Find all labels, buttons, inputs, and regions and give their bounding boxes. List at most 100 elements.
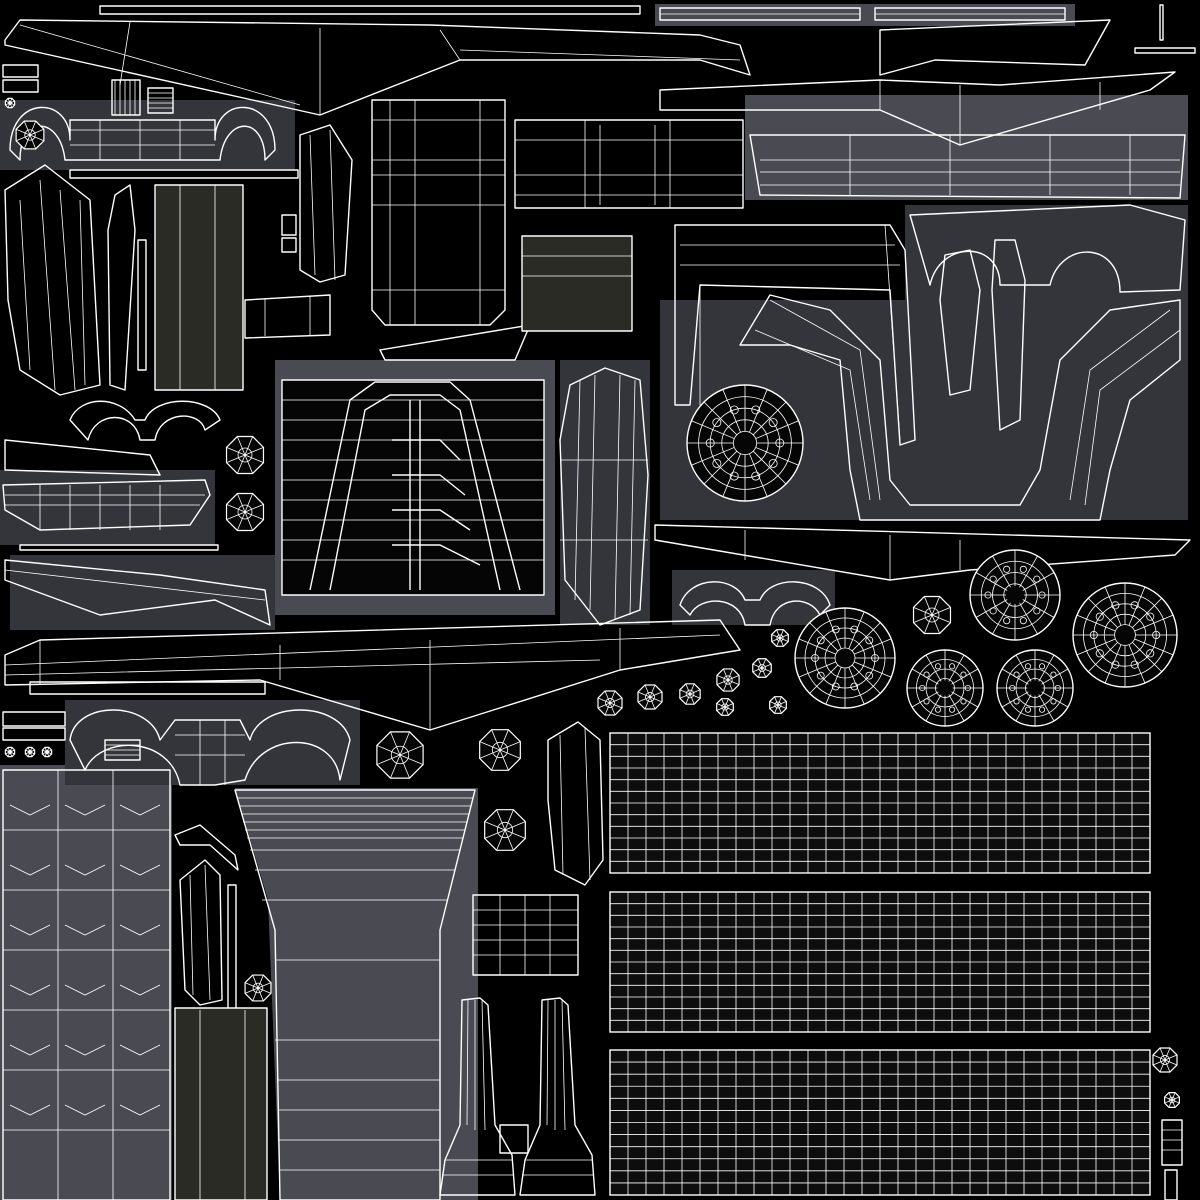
- fender-small-mid: [679, 581, 831, 626]
- wheels-group: [686, 384, 1178, 727]
- fender-right-island: [905, 205, 1188, 300]
- small-grid-2: [147, 87, 174, 114]
- tower-2: [519, 997, 596, 1196]
- arch-main: [739, 294, 1181, 521]
- lower-grid-block: [472, 894, 579, 976]
- upper-pillar: [299, 124, 353, 283]
- grille-outline: [514, 119, 744, 209]
- arch-top-right: [909, 204, 1186, 293]
- tread-panel-top: [609, 732, 1151, 874]
- cap-14: [771, 629, 789, 647]
- cap-11: [716, 698, 734, 716]
- rear-arch: [674, 204, 1186, 521]
- side-panel-outline: [654, 524, 1191, 581]
- cab-grille: [514, 119, 744, 332]
- top-strip-a: [99, 5, 641, 15]
- small-strip-1: [2, 64, 39, 78]
- tread-panel-middle: [609, 891, 1151, 1033]
- left-grid-panel: [2, 769, 171, 1200]
- skirt-top-right: [749, 134, 1186, 199]
- bottom-strip-1: [2, 711, 66, 727]
- wheel-hub-large-1: [686, 384, 804, 502]
- hood-right: [659, 71, 1176, 146]
- cap-2: [225, 492, 265, 532]
- grille-texture: [521, 235, 633, 332]
- small-strip-2: [2, 79, 39, 93]
- left-mid-pieces: [2, 400, 271, 626]
- top-strip-b: [659, 7, 861, 21]
- upper-mid-pieces: [244, 124, 531, 361]
- wheel-hub-medium-1: [969, 549, 1061, 641]
- right-small-post: [1164, 1169, 1178, 1200]
- side-panel-mid-right: [654, 524, 1191, 581]
- cap-6: [484, 809, 526, 851]
- cap-3: [912, 595, 952, 635]
- bed-island: [235, 788, 478, 1200]
- cap-10: [716, 668, 740, 692]
- caps-group: [4, 97, 1180, 1108]
- seat-texture-2: [174, 1007, 268, 1200]
- bottom-fender-outline: [69, 709, 351, 786]
- bed-outline: [234, 789, 476, 1200]
- lower-small-grid: [499, 1124, 529, 1154]
- cap-18: [15, 120, 45, 150]
- door-panel: [559, 367, 649, 626]
- cap-16: [1152, 1047, 1178, 1073]
- towers: [439, 997, 596, 1196]
- cap-7: [597, 690, 623, 716]
- tread-panels: [609, 732, 1151, 1196]
- cab-back-outline: [371, 99, 506, 326]
- thin-bar: [69, 169, 299, 179]
- thin-bar-2: [19, 544, 219, 551]
- small-mid-fender-outline: [679, 581, 831, 626]
- bed-panel: [234, 789, 476, 1200]
- cap-20: [4, 746, 16, 758]
- left-plate: [4, 559, 271, 626]
- top-left-small: [2, 64, 299, 179]
- left-pillars: [4, 164, 244, 396]
- lower-pillar-2: [547, 721, 604, 886]
- arch-strut-2: [991, 239, 1026, 431]
- cap-8: [637, 684, 663, 710]
- left-grid-island: [0, 765, 172, 1200]
- top-right-island: [745, 95, 1188, 200]
- seat-texture-1: [154, 184, 244, 391]
- roof-panel-outline: [4, 19, 751, 116]
- small-fender-left: [69, 400, 221, 441]
- cap-5: [479, 729, 521, 771]
- lower-pillar-1: [179, 859, 223, 1006]
- pillar-thin-bar: [137, 239, 147, 371]
- skirt-outline: [749, 134, 1186, 199]
- wheel-hub-medium-3: [996, 649, 1074, 727]
- right-thin-post: [1159, 4, 1164, 41]
- tiny-bracket: [174, 824, 239, 871]
- cap-17: [1164, 1092, 1180, 1108]
- cap-19: [4, 97, 16, 109]
- pillar-left-1: [4, 164, 101, 396]
- roof-panel-top: [4, 19, 751, 116]
- top-strips: [99, 5, 1066, 21]
- door-island: [560, 360, 650, 625]
- cap-22: [41, 746, 53, 758]
- cap-21: [24, 746, 36, 758]
- cap-12: [752, 658, 772, 678]
- tread-panel-bottom: [609, 1049, 1151, 1196]
- cap-15: [244, 974, 272, 1002]
- left-plate-island: [10, 555, 275, 630]
- wheel-hub-medium-2: [906, 649, 984, 727]
- pillar-left-2: [107, 184, 136, 391]
- small-block-2: [281, 237, 297, 253]
- cab-back-panel: [371, 99, 506, 326]
- lower-mid-pieces: [174, 721, 604, 1200]
- door-outline: [559, 367, 649, 626]
- wheel-hub-large-2: [794, 607, 896, 709]
- left-wedge: [4, 439, 161, 476]
- chassis-front: [281, 379, 545, 596]
- fender-outline: [9, 106, 276, 161]
- tower-1: [439, 997, 516, 1196]
- arch-strut-1: [939, 249, 981, 396]
- bottom-fender-island: [65, 700, 360, 785]
- top-strip-c: [874, 7, 1066, 21]
- roof-right-outline: [879, 19, 1111, 76]
